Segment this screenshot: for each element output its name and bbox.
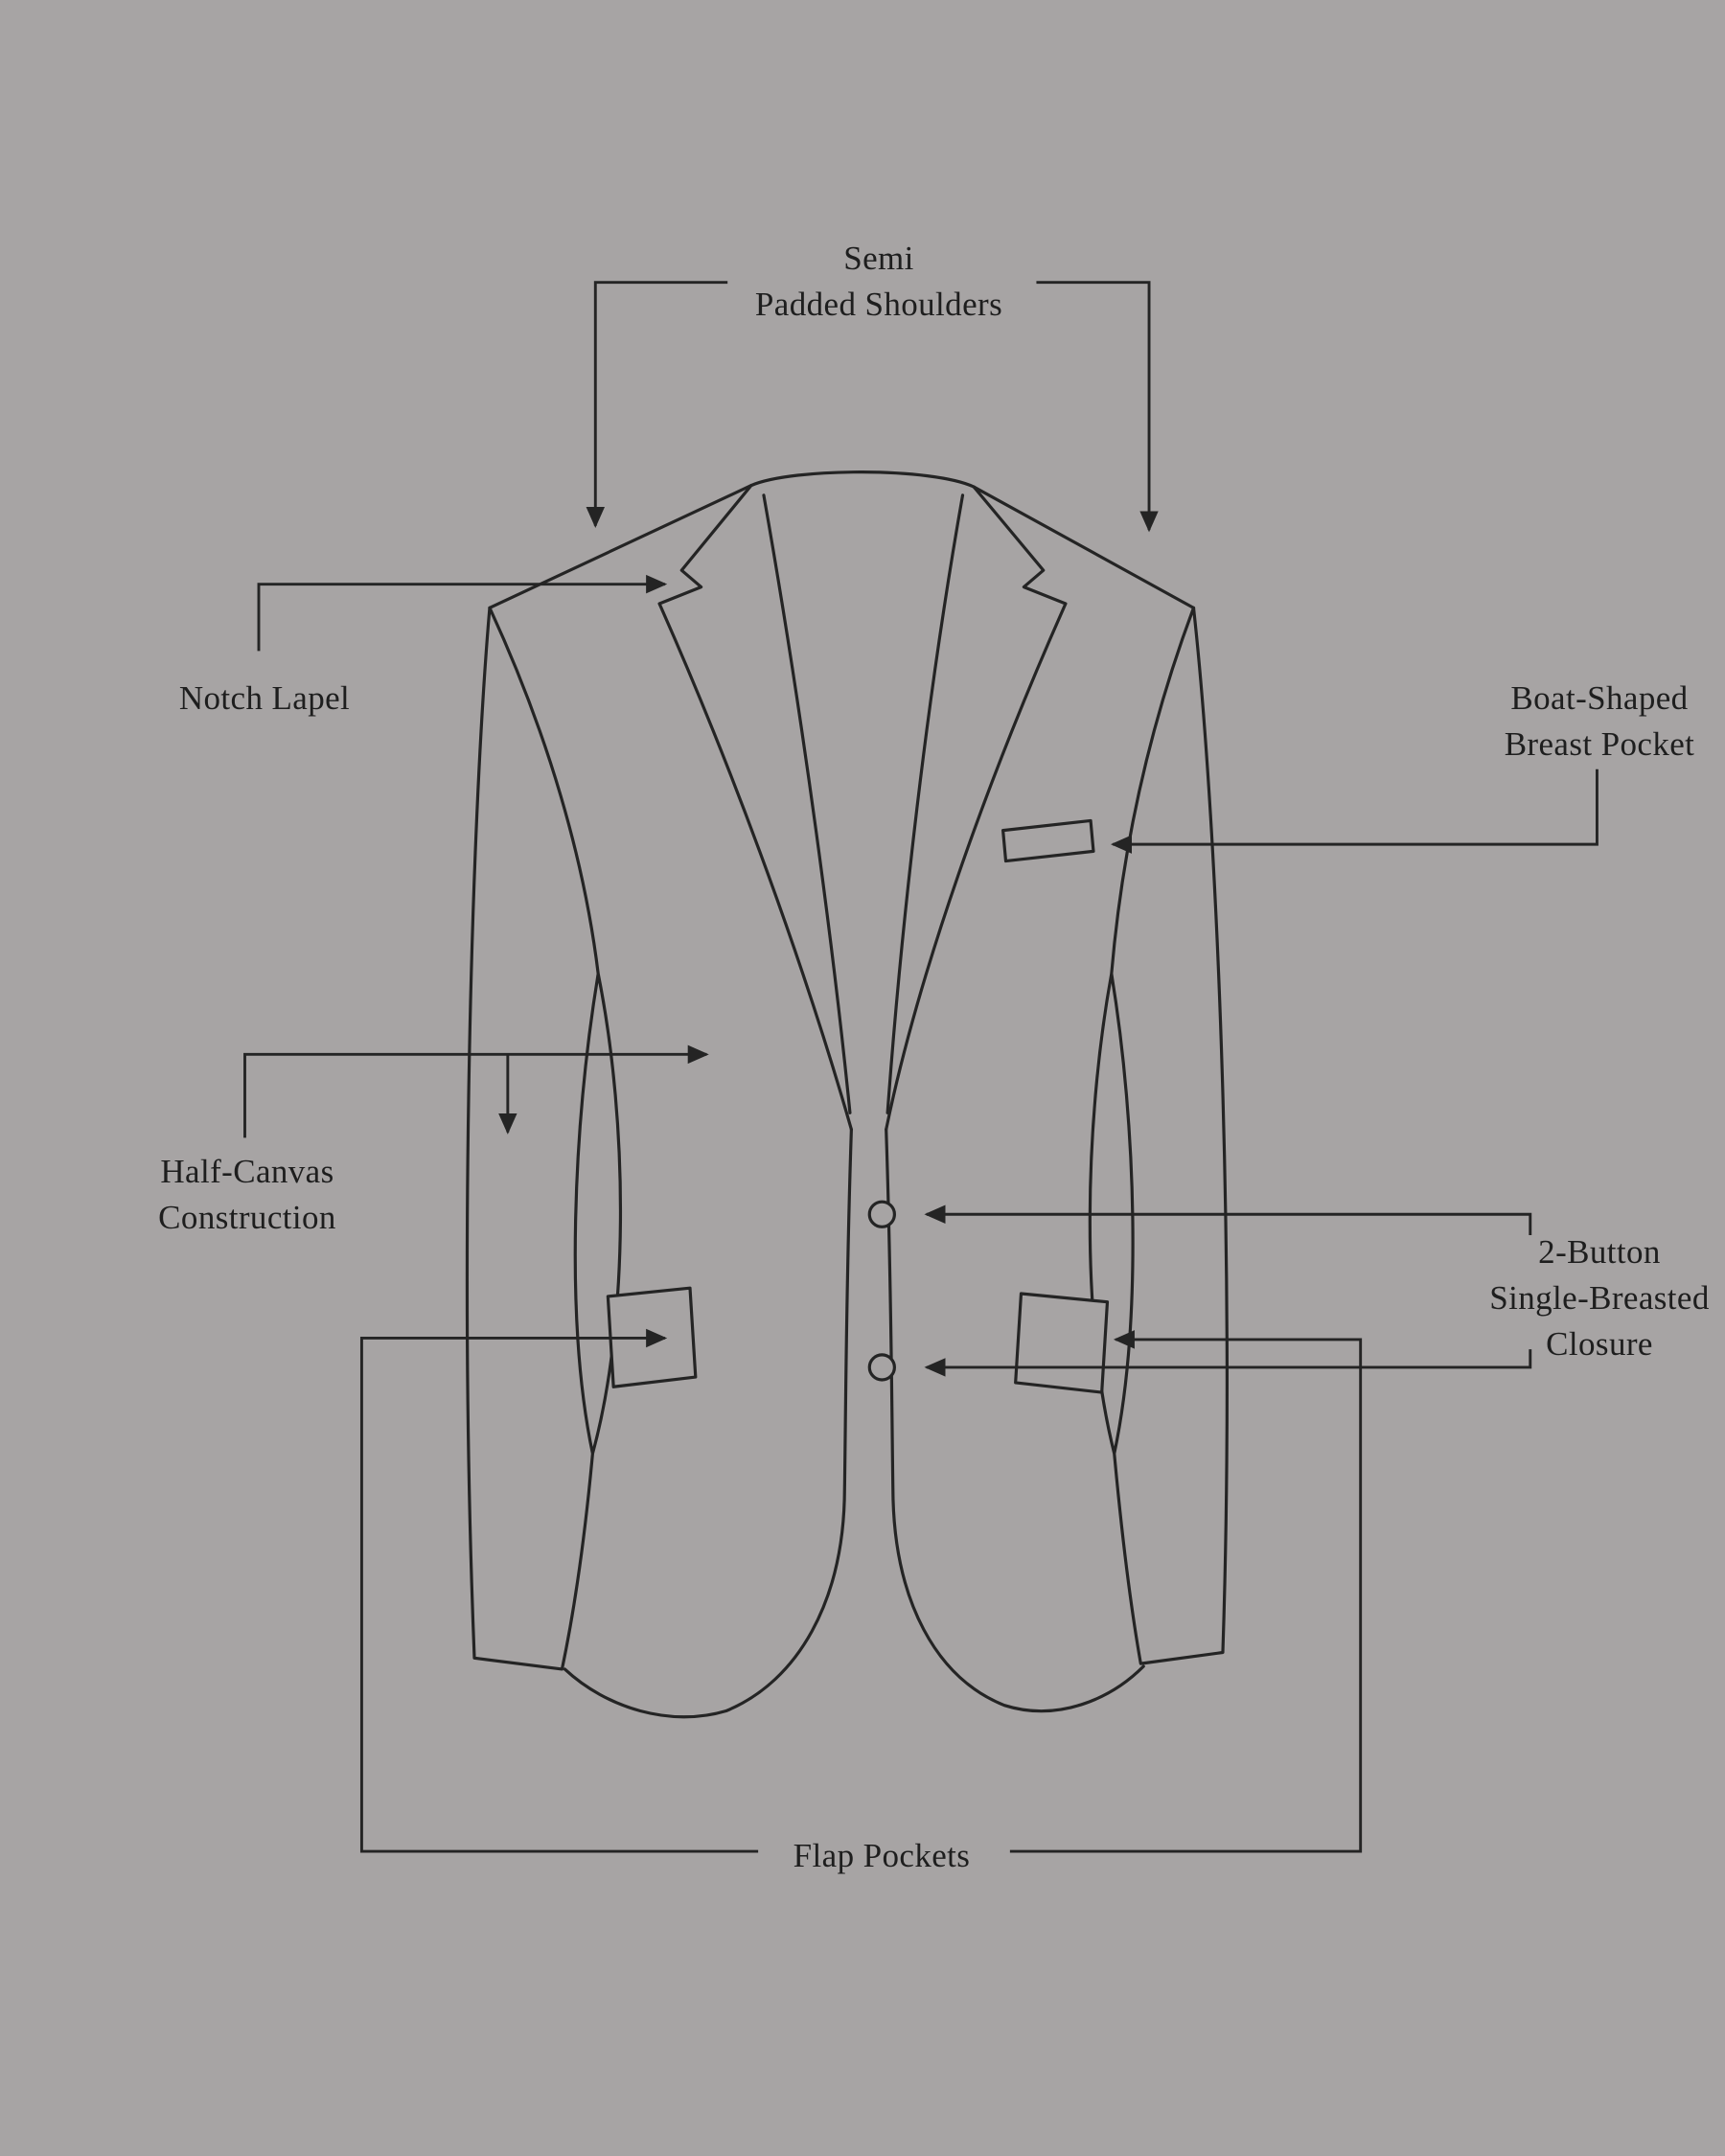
callout-shoulder-right: [1036, 281, 1159, 533]
label-notch-lapel: Notch Lapel: [179, 676, 350, 722]
label-line: Half-Canvas: [160, 1153, 334, 1190]
label-line: Construction: [158, 1199, 336, 1236]
jacket-illustration: [465, 470, 1230, 1719]
label-line: Boat-Shaped: [1510, 679, 1689, 717]
breast-pocket-welt: [1001, 818, 1095, 863]
label-line: Closure: [1546, 1325, 1653, 1363]
callout-notch-lapel: [257, 574, 668, 652]
shoulders-and-collar-line: [488, 470, 1196, 609]
label-boat-shaped-breast-pocket: Boat-Shaped Breast Pocket: [1505, 676, 1695, 768]
callout-bottom-button: [924, 1349, 1532, 1377]
left-front-edge-and-hem: [563, 1128, 853, 1719]
bottom-button: [867, 1353, 896, 1382]
left-notch-lapel-line: [657, 484, 853, 1132]
right-sleeve: [1088, 606, 1230, 1665]
left-sleeve: [465, 606, 623, 1671]
callout-breast-pocket: [1110, 768, 1598, 854]
top-button: [867, 1200, 896, 1228]
left-lapel-roll-line: [762, 493, 852, 1114]
callout-flap-pocket-left: [359, 1328, 759, 1853]
label-flap-pockets: Flap Pockets: [794, 1833, 971, 1879]
right-flap-pocket: [1014, 1292, 1110, 1394]
label-semi-padded-shoulders: Semi Padded Shoulders: [755, 236, 1002, 328]
label-line: Breast Pocket: [1504, 725, 1695, 763]
right-lapel-roll-line: [886, 493, 965, 1114]
label-half-canvas-construction: Half-Canvas Construction: [158, 1149, 336, 1241]
right-notch-lapel-line: [885, 485, 1068, 1132]
label-line: 2-Button: [1538, 1233, 1661, 1271]
label-line: Semi: [843, 240, 914, 277]
callout-half-canvas-chest: [243, 1044, 709, 1138]
callout-flap-pocket-right: [1009, 1330, 1363, 1853]
label-line: Flap Pockets: [793, 1837, 971, 1874]
right-front-edge-and-hem: [885, 1128, 1145, 1713]
label-line: Notch Lapel: [178, 679, 351, 717]
callout-top-button: [924, 1204, 1532, 1236]
label-line: Padded Shoulders: [754, 286, 1003, 323]
label-line: Single-Breasted: [1489, 1279, 1710, 1317]
callout-shoulder-left: [586, 281, 728, 529]
callout-lines: [243, 281, 1598, 1853]
label-two-button-closure: 2-Button Single-Breasted Closure: [1489, 1229, 1710, 1367]
